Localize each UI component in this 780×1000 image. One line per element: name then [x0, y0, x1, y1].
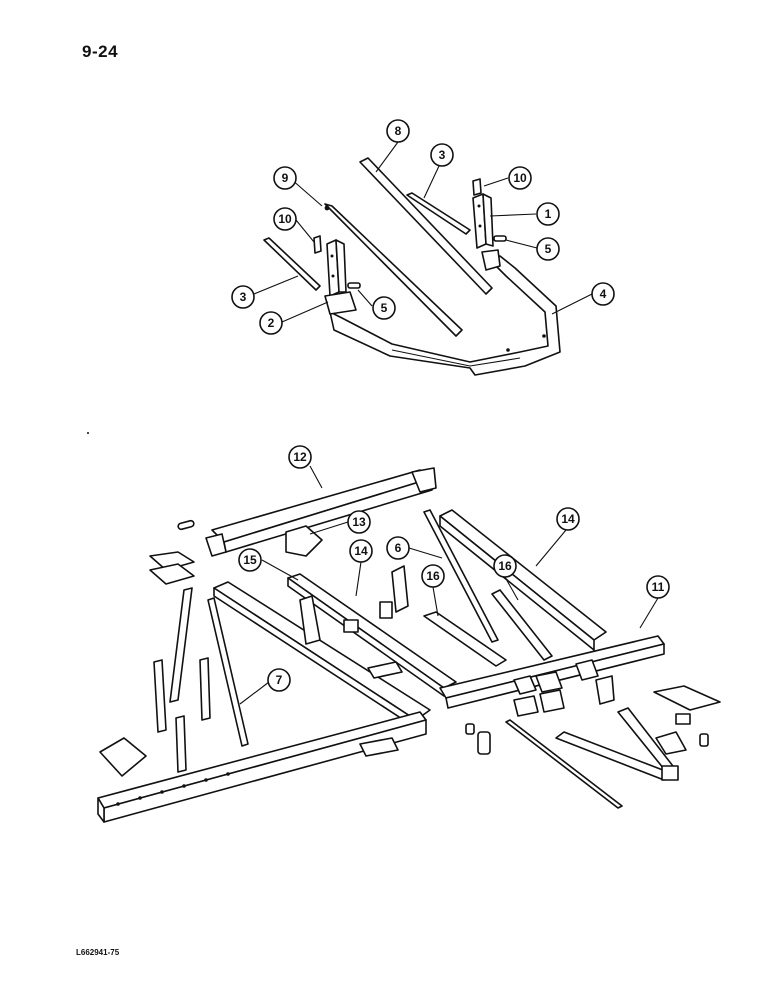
rod-long	[505, 719, 623, 809]
callout-label: 8	[395, 124, 402, 138]
rod-6	[423, 509, 499, 643]
callout-c16b: 16	[493, 554, 517, 578]
callout-label: 4	[600, 287, 607, 301]
hitch-tube	[329, 255, 561, 376]
plate-13	[285, 525, 323, 557]
plate-right	[472, 178, 482, 196]
vert-plate-a	[391, 565, 409, 613]
callout-label: 12	[293, 450, 307, 464]
callout-c5b: 5	[372, 296, 396, 320]
tube-16-b	[491, 589, 553, 661]
brace-9	[324, 203, 463, 337]
callout-label: 15	[243, 553, 257, 567]
callout-label: 10	[513, 171, 527, 185]
upper-frame-assembly	[263, 157, 561, 376]
lower-callouts	[239, 465, 659, 705]
callout-c9: 9	[273, 166, 297, 190]
sleeve	[477, 731, 491, 755]
figure-code: L662941-75	[76, 948, 120, 957]
callout-label: 5	[545, 242, 552, 256]
plate-b	[359, 737, 399, 757]
front-rail	[97, 711, 427, 809]
strap-3-left	[263, 237, 321, 291]
callout-c3b: 3	[231, 285, 255, 309]
pin-lower-left	[177, 519, 195, 531]
callout-label: 3	[439, 148, 446, 162]
callout-c6: 6	[386, 536, 410, 560]
leg-left-4	[175, 715, 187, 773]
pin-left	[347, 282, 361, 289]
bracket-rr-1	[513, 675, 537, 695]
long-brace-8	[359, 157, 493, 295]
block-lr	[675, 713, 691, 725]
callout-label: 7	[276, 673, 283, 687]
lower-frame-assembly	[97, 467, 721, 823]
callout-c14b: 14	[556, 507, 580, 531]
callout-label: 2	[268, 316, 275, 330]
pin-right	[493, 235, 507, 242]
page-number: 9-24	[82, 42, 119, 61]
bracket-rr-5	[513, 695, 539, 717]
callout-label: 11	[652, 580, 665, 594]
plate-a	[367, 661, 403, 679]
rail-12	[211, 469, 433, 543]
leg-left-1	[169, 587, 193, 703]
callout-label: 16	[426, 569, 440, 583]
upper-callouts	[253, 141, 593, 323]
callout-c11: 11	[646, 575, 670, 599]
leg-left-3	[199, 657, 211, 721]
strap-3-right	[406, 192, 471, 235]
callout-c8: 8	[386, 119, 410, 143]
callout-c7: 7	[267, 668, 291, 692]
callout-c1: 1	[536, 202, 560, 226]
speck	[87, 432, 89, 434]
mount-plate	[99, 737, 147, 777]
bracket-rr-4	[595, 675, 615, 705]
callout-label: 14	[354, 544, 368, 558]
bracket-rr-3	[575, 659, 599, 681]
callout-label: 5	[381, 301, 388, 315]
hinge-lr	[655, 731, 687, 755]
plate-c	[653, 685, 721, 711]
clamp-left	[149, 551, 195, 571]
callout-label: 16	[498, 559, 512, 573]
callout-c2: 2	[259, 311, 283, 335]
callout-c16a: 16	[421, 564, 445, 588]
callout-c15: 15	[238, 548, 262, 572]
leg-left-2	[153, 659, 167, 733]
plate-left	[313, 235, 322, 254]
callout-c4: 4	[591, 282, 615, 306]
callout-c12: 12	[288, 445, 312, 469]
tube-16-a	[423, 611, 507, 667]
callout-c14a: 14	[349, 539, 373, 563]
pin-lr	[699, 733, 709, 747]
callout-label: 3	[240, 290, 247, 304]
callout-c3a: 3	[430, 143, 454, 167]
callout-c10a: 10	[508, 166, 532, 190]
callout-label: 9	[282, 171, 289, 185]
callout-label: 14	[561, 512, 575, 526]
bushing	[465, 723, 475, 735]
callout-c5a: 5	[536, 237, 560, 261]
vert-plate-b	[299, 595, 321, 645]
callout-label: 13	[352, 515, 366, 529]
callout-c10b: 10	[273, 207, 297, 231]
callout-c13: 13	[347, 510, 371, 534]
callout-label: 10	[278, 212, 292, 226]
callout-label: 1	[545, 207, 552, 221]
callout-label: 6	[395, 541, 402, 555]
bracket-rr-2	[535, 671, 563, 693]
rod-7	[207, 597, 249, 747]
bracket-rr-6	[539, 689, 565, 713]
